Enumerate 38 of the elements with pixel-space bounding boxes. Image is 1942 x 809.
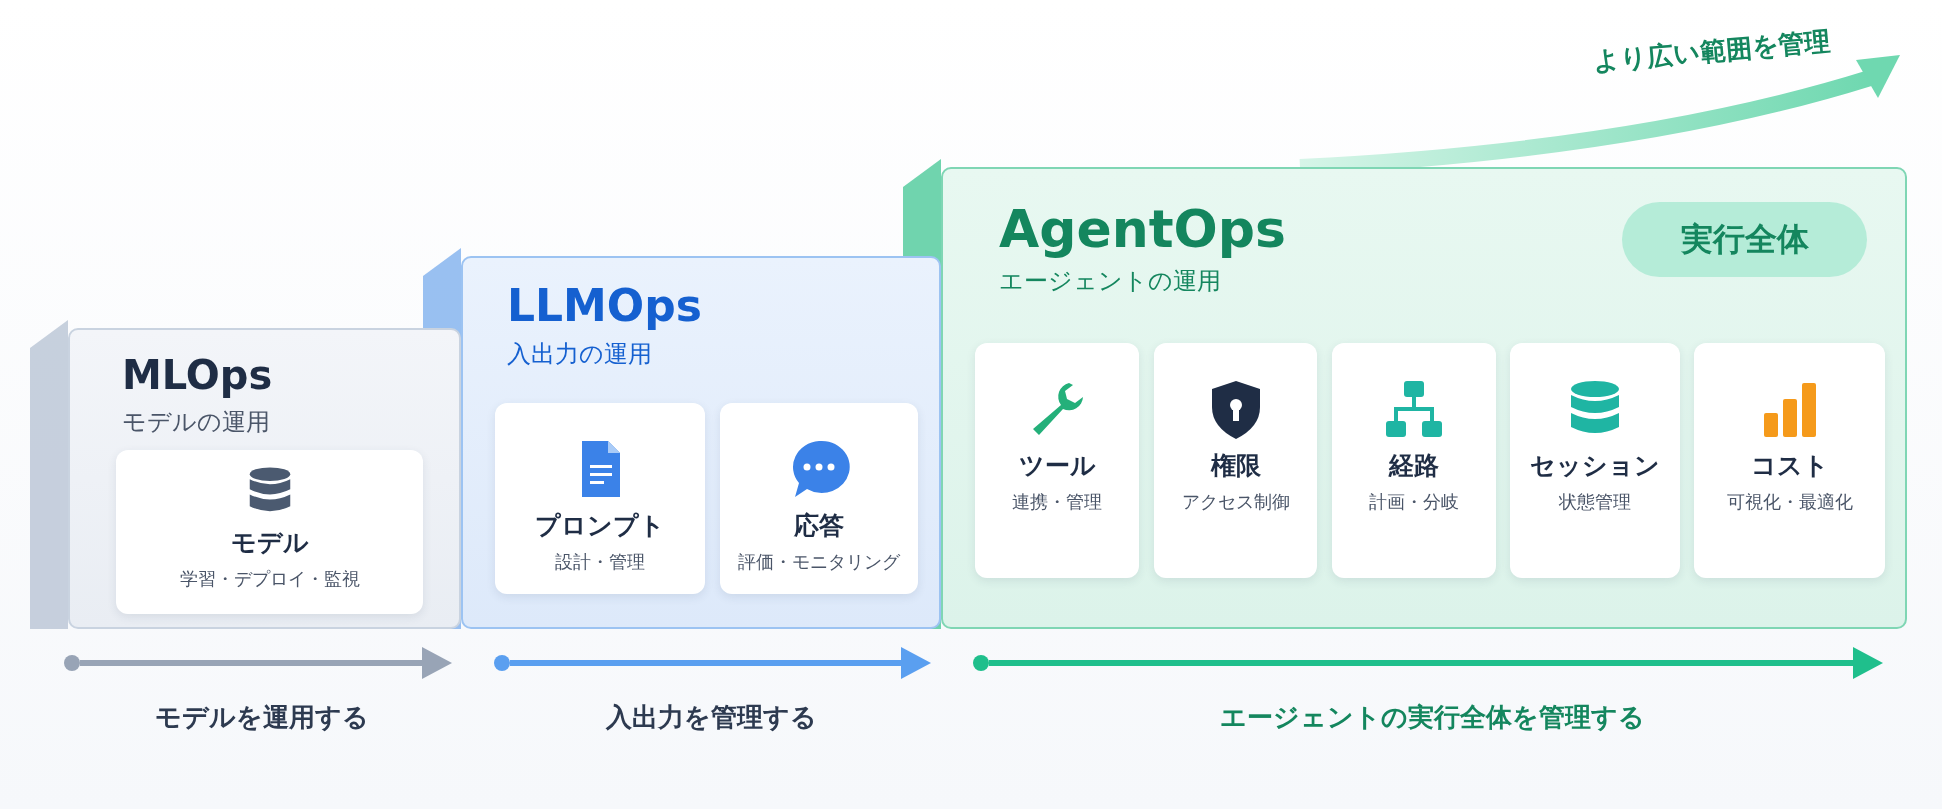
stage-caption: 入出力を管理する (605, 701, 817, 734)
card-title: 権限 (1210, 450, 1261, 482)
card-title: セッション (1530, 450, 1660, 482)
card-subtitle: 状態管理 (1559, 490, 1631, 514)
panel-subtitle: エージェントの運用 (999, 266, 1221, 297)
panel-subtitle: 入出力の運用 (507, 339, 652, 370)
card-subtitle: 評価・モニタリング (738, 550, 900, 574)
panel-subtitle: モデルの運用 (122, 407, 270, 438)
card-subtitle: 計画・分岐 (1369, 490, 1459, 514)
feature-card (116, 450, 423, 614)
feature-card (1694, 343, 1885, 578)
feature-card (720, 403, 918, 594)
stage-panel (941, 167, 1907, 629)
feature-card (1332, 343, 1496, 578)
card-subtitle: 学習・デプロイ・監視 (179, 567, 360, 591)
stage-panel (68, 328, 461, 629)
stage-panel (461, 256, 941, 629)
feature-card (1154, 343, 1317, 578)
card-subtitle: 設計・管理 (555, 550, 645, 574)
card-subtitle: 可視化・最適化 (1726, 490, 1853, 514)
arrow-label: より広い範囲を管理 (1591, 24, 1833, 79)
feature-card (975, 343, 1139, 578)
card-title: コスト (1750, 450, 1829, 482)
card-title: モデル (230, 527, 309, 559)
panel-title: LLMOps (507, 280, 702, 331)
feature-card (1510, 343, 1680, 578)
stage-caption: モデルを運用する (155, 701, 369, 734)
card-title: 経路 (1389, 450, 1439, 482)
panel-title: AgentOps (999, 199, 1286, 259)
panel-title: MLOps (122, 352, 273, 398)
card-title: プロンプト (535, 510, 665, 542)
card-subtitle: 連携・管理 (1012, 490, 1102, 514)
card-title: ツール (1018, 450, 1096, 482)
stage-caption: エージェントの実行全体を管理する (1219, 701, 1645, 734)
scope-badge: 実行全体 (1622, 202, 1867, 277)
feature-card (495, 403, 705, 594)
card-subtitle: アクセス制御 (1181, 490, 1290, 514)
card-title: 応答 (794, 510, 844, 542)
